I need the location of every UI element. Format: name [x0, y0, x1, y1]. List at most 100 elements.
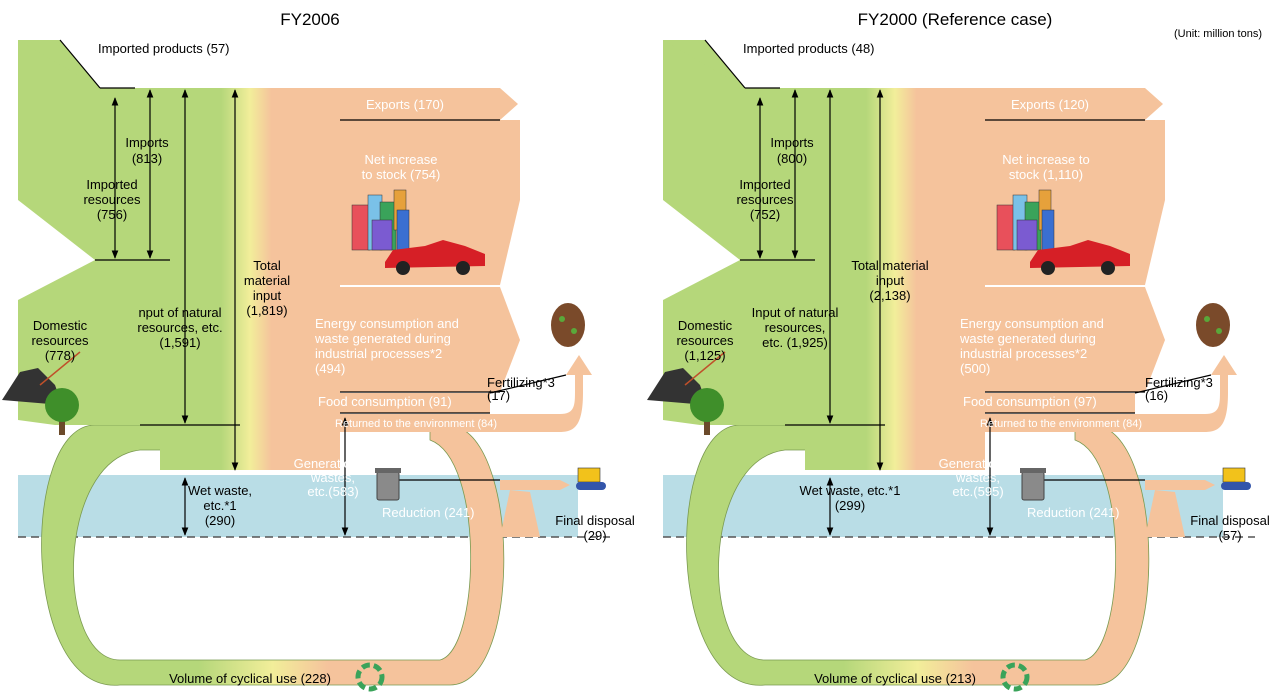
- total-material-input-line-1: Total: [253, 258, 281, 273]
- energy-consumption-line-1: Energy consumption and: [315, 316, 459, 331]
- building-1: [996, 204, 1016, 251]
- total-input-trunk: [805, 88, 985, 470]
- car-wheel-front: [1041, 261, 1055, 275]
- trash-can-icon: [1020, 468, 1046, 501]
- final-disposal-line-1: Final disposal: [555, 513, 635, 528]
- panel-title: FY2006: [280, 10, 340, 29]
- input-natural-line-1: Input of natural: [752, 305, 839, 320]
- red-car-icon: [385, 240, 485, 275]
- compost-leaf-2: [1216, 328, 1222, 334]
- final-disposal-line-2: (57): [1218, 528, 1241, 543]
- wet-waste-line-3: (290): [205, 513, 235, 528]
- energy-consumption-line-4: (500): [960, 361, 990, 376]
- imported-resources-flow: [663, 40, 815, 260]
- returned-environment-flow: [340, 355, 592, 432]
- wet-waste-line-2: (299): [835, 498, 865, 513]
- food-consumption-label: Food consumption (97): [963, 394, 1097, 409]
- domestic-resources-line-1: Domestic: [33, 318, 88, 333]
- imports-label: Imports: [770, 135, 814, 150]
- cyclical-use-label: Volume of cyclical use (213): [814, 671, 976, 686]
- tree-trunk: [704, 410, 710, 435]
- imported-resources-line-1: Imported: [739, 177, 790, 192]
- exports-arrow: [985, 88, 1163, 120]
- car-wheel-front: [396, 261, 410, 275]
- fertilizing-line-1: Fertilizing*3: [1145, 375, 1213, 390]
- bulldozer-icon: [576, 467, 606, 490]
- compost-icon: [1196, 303, 1230, 347]
- net-increase-line-1: Net increase: [365, 152, 438, 167]
- car-wheel-rear: [456, 261, 470, 275]
- car-body: [1030, 240, 1130, 268]
- recycle-ring-icon: [355, 662, 385, 692]
- input-natural-line-3: etc. (1,925): [762, 335, 828, 350]
- imported-resources-flow: [18, 40, 170, 260]
- food-consumption-label: Food consumption (91): [318, 394, 452, 409]
- net-increase-line-2: stock (1,110): [1009, 167, 1083, 182]
- input-natural-line-3: (1,591): [159, 335, 200, 350]
- imported-products-label: Imported products (57): [98, 41, 230, 56]
- domestic-resources-line-2: resources: [31, 333, 89, 348]
- cyclical-use-label: Volume of cyclical use (228): [169, 671, 331, 686]
- returned-environment-flow: [985, 355, 1237, 432]
- imported-resources-line-1: Imported: [86, 177, 137, 192]
- wet-waste-line-2: etc.*1: [203, 498, 236, 513]
- imported-resources-line-3: (756): [97, 207, 127, 222]
- city-buildings-icon: [351, 189, 410, 251]
- trash-can-lid: [1020, 468, 1046, 473]
- imports-label: Imports: [125, 135, 169, 150]
- total-material-input-line-1: Total material: [851, 258, 928, 273]
- fertilizing-divider: [489, 374, 567, 394]
- fertilizing-divider: [1134, 374, 1212, 394]
- bulldozer-track: [1221, 482, 1251, 490]
- building-6: [396, 209, 410, 251]
- reduction-wedge: [1145, 490, 1185, 537]
- trash-can-body: [1021, 471, 1045, 501]
- tree-icon: [690, 388, 724, 435]
- panel-title: FY2000 (Reference case): [858, 10, 1053, 29]
- fertilizing-line-2: (16): [1145, 388, 1168, 403]
- final-disposal-arrow: [500, 480, 570, 490]
- energy-consumption-flow: [340, 287, 520, 392]
- input-natural-line-1: nput of natural: [138, 305, 221, 320]
- tree-crown: [690, 388, 724, 422]
- energy-consumption-line-1: Energy consumption and: [960, 316, 1104, 331]
- bulldozer-body: [1222, 467, 1246, 483]
- generation-of-wastes-line-1: Generation of: [939, 456, 1018, 471]
- domestic-resources-line-2: resources: [676, 333, 734, 348]
- building-6: [1041, 209, 1055, 251]
- panel-fy2000: FY2000 (Reference case) Imported products…: [647, 10, 1270, 692]
- reduction-label: Reduction (241): [1027, 505, 1120, 520]
- exports-label: Exports (120): [1011, 97, 1089, 112]
- coal-pointer: [39, 351, 81, 386]
- bulldozer-track: [576, 482, 606, 490]
- generation-of-wastes-line-3: etc.(595): [952, 484, 1003, 499]
- imported-products-edge: [59, 39, 101, 89]
- tree-icon: [45, 388, 79, 435]
- final-disposal-arrow: [1145, 480, 1215, 490]
- compost-leaf-2: [571, 328, 577, 334]
- energy-consumption-line-3: industrial processes*2: [960, 346, 1087, 361]
- compost-icon: [551, 303, 585, 347]
- imported-products-label: Imported products (48): [743, 41, 875, 56]
- energy-consumption-line-3: industrial processes*2: [315, 346, 442, 361]
- imported-resources-line-2: resources: [736, 192, 794, 207]
- energy-consumption-line-2: waste generated during: [959, 331, 1096, 346]
- fertilizing-line-2: (17): [487, 388, 510, 403]
- total-material-input-line-3: input: [253, 288, 282, 303]
- coal-pile-icon: [2, 368, 62, 405]
- domestic-resources-line-3: (1,125): [684, 348, 725, 363]
- food-consumption-flow: [985, 393, 1135, 413]
- reduction-label: Reduction (241): [382, 505, 475, 520]
- coal-pile-icon: [647, 368, 707, 405]
- domestic-resources-line-3: (778): [45, 348, 75, 363]
- recycle-ring: [1000, 662, 1030, 692]
- unit-note: (Unit: million tons): [1173, 28, 1262, 40]
- net-increase-line-1: Net increase to: [1002, 152, 1089, 167]
- recycle-ring: [355, 662, 385, 692]
- imports-value: (813): [132, 151, 162, 166]
- trash-can-body: [376, 471, 400, 501]
- generation-of-wastes-line-2: wastes,: [955, 470, 1000, 485]
- recycle-ring-icon: [1000, 662, 1030, 692]
